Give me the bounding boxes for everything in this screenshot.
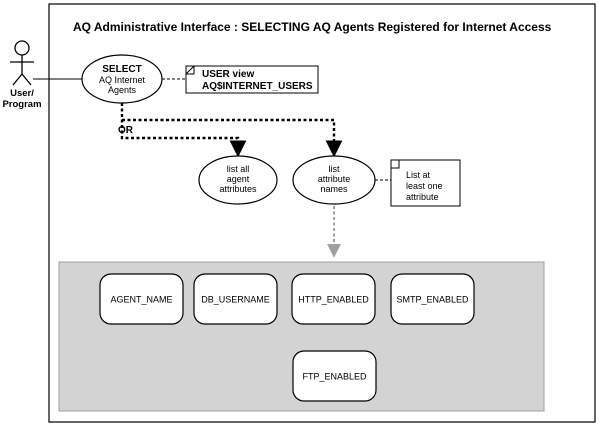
at-least-note-line-1: List at (406, 170, 431, 180)
select-node-label-1: SELECT (102, 64, 141, 75)
attribute-label-ftp-enabled: FTP_ENABLED (302, 372, 367, 382)
attribute-label-http-enabled: HTTP_ENABLED (298, 295, 369, 305)
list-all-label-3: attributes (219, 184, 257, 194)
list-names-label-1: list (329, 164, 340, 174)
attribute-box-smtp-enabled: SMTP_ENABLED (390, 273, 475, 325)
at-least-note-line-3: attribute (406, 192, 439, 202)
attribute-label-smtp-enabled: SMTP_ENABLED (396, 295, 469, 305)
list-all-label-1: list all (227, 164, 250, 174)
attribute-box-agent-name: AGENT_NAME (99, 273, 184, 325)
select-node-label-3: Agents (108, 85, 137, 95)
attribute-box-db-username: DB_USERNAME (193, 273, 278, 325)
at-least-one-note (390, 159, 461, 207)
user-view-note-line-2: AQ$INTERNET_USERS (202, 81, 313, 92)
diagram-title: AQ Administrative Interface : SELECTING … (73, 20, 552, 34)
or-label: OR (118, 125, 134, 136)
actor-label-user: User/ (10, 88, 34, 99)
attribute-label-agent-name: AGENT_NAME (110, 295, 172, 305)
actor-label-program: Program (2, 99, 41, 110)
or-branch-arrow-to-list-names (122, 118, 343, 158)
list-names-label-2: attribute (318, 174, 351, 184)
attribute-box-http-enabled: HTTP_ENABLED (291, 273, 376, 325)
list-all-label-2: agent (227, 174, 250, 184)
attribute-box-ftp-enabled: FTP_ENABLED (292, 350, 377, 402)
stick-figure-icon (10, 40, 34, 86)
list-names-label-3: names (320, 184, 348, 194)
select-node-label-2: AQ Internet (99, 75, 146, 85)
list-all-attributes-node (198, 155, 278, 205)
attribute-label-db-username: DB_USERNAME (201, 295, 270, 305)
user-view-note (185, 65, 319, 94)
at-least-note-line-2: least one (406, 181, 443, 191)
user-view-note-line-1: USER view (202, 69, 254, 80)
